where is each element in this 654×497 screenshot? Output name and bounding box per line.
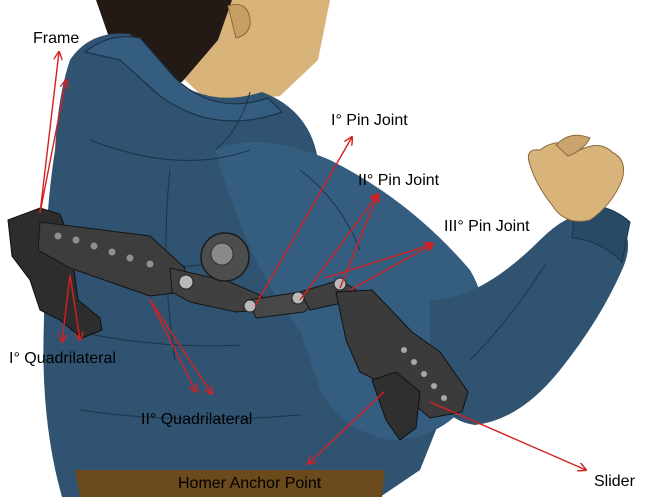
label-slider: Slider (594, 473, 636, 490)
label-homer-anchor-point: Homer Anchor Point (178, 475, 322, 492)
label-frame: Frame (33, 30, 79, 47)
label-pin-joint-3: III° Pin Joint (444, 218, 530, 235)
label-quadrilateral-1: I° Quadrilateral (9, 350, 116, 367)
label-pin-joint-1: I° Pin Joint (331, 112, 408, 129)
label-quadrilateral-2: II° Quadrilateral (141, 411, 252, 428)
shoulder-pulley-hub (211, 243, 233, 265)
label-pin-joint-2: II° Pin Joint (358, 172, 440, 189)
